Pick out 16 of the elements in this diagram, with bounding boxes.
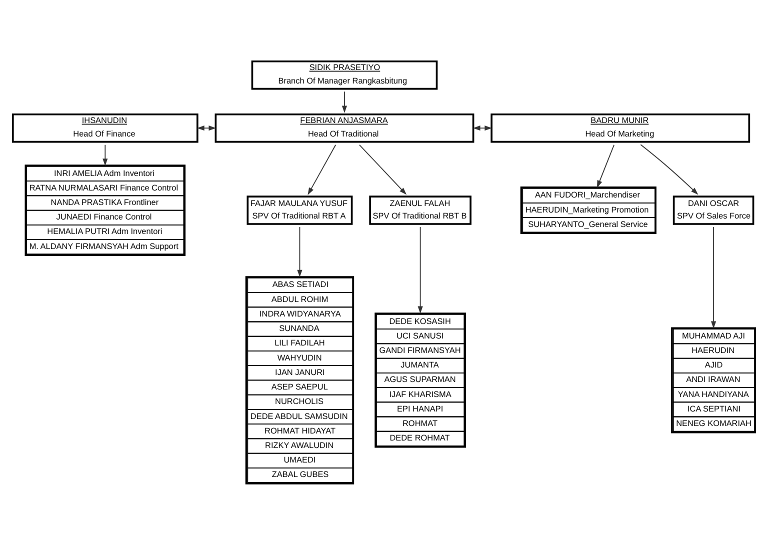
node-box: FAJAR MAULANA YUSUF SPV Of Traditional RBT A — [246, 196, 353, 225]
arrow — [297, 226, 302, 278]
arrow — [102, 144, 108, 166]
arrow — [710, 226, 716, 329]
node-box: FEBRIAN ANJASMARA Head Of Traditional — [214, 113, 474, 143]
arrow — [640, 144, 698, 195]
node-box: DANI OSCAR SPV Of Sales Force — [672, 196, 754, 225]
arrow — [418, 226, 423, 314]
node-box: BADRU MUNIR Head Of Marketing — [490, 113, 750, 143]
node-box: SIDIK PRASETIYO Branch Of Manager Rangkasbitung — [251, 60, 438, 90]
node-box: IHSANUDIN Head Of Finance — [12, 113, 198, 143]
arrow — [596, 144, 615, 188]
node-box: ZAENUL FALAH SPV Of Traditional RBT B — [369, 196, 472, 225]
arrow — [342, 91, 348, 114]
arrow — [359, 144, 407, 195]
arrow — [308, 144, 336, 196]
